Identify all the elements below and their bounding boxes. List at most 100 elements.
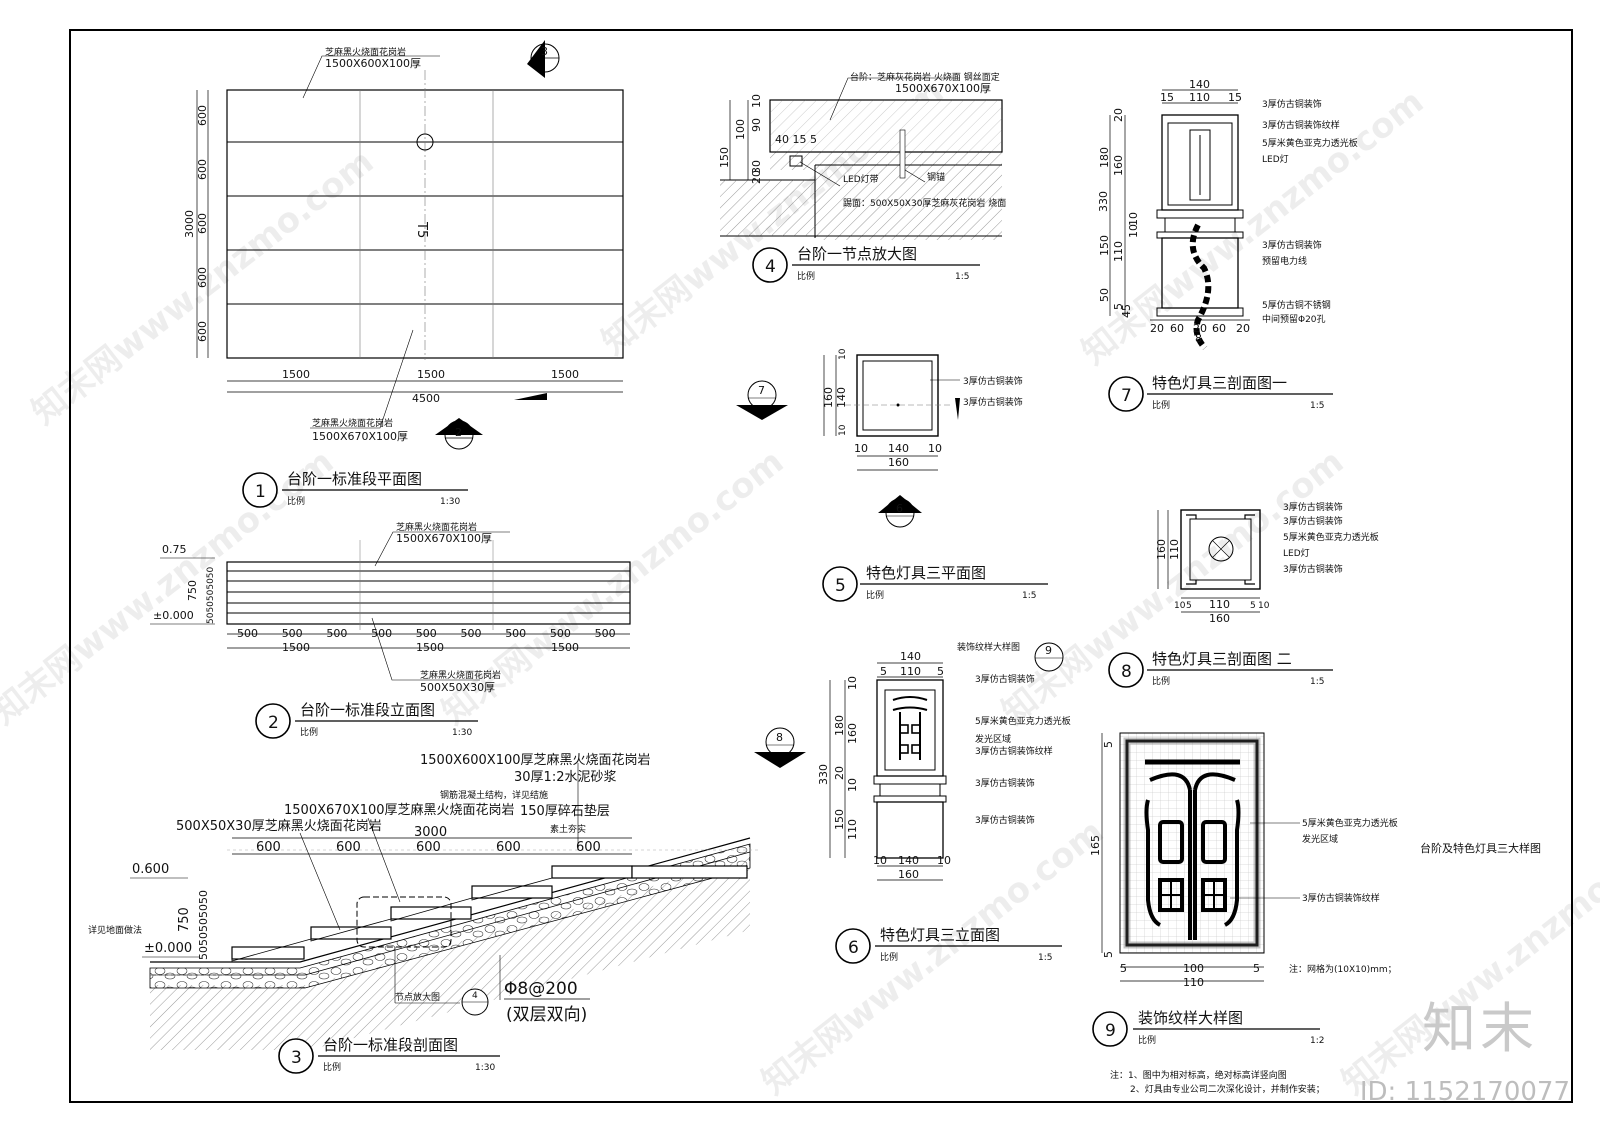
lamp-elev-label: 3厚仿古铜装饰 bbox=[975, 814, 1035, 826]
section-marker-6: 6 bbox=[878, 495, 922, 528]
lamp-sec1-label: 3厚仿古铜装饰 bbox=[1262, 98, 1322, 110]
plan-dim-h-2: 1500 bbox=[417, 368, 445, 381]
lamp-elev-dim-top: 5 bbox=[880, 665, 887, 678]
section-elev-bottom: ±0.000 bbox=[144, 941, 192, 956]
pattern-grid-note: 注：网格为(10X10)mm； bbox=[1289, 963, 1397, 975]
lamp-sec1-label: 3厚仿古铜装饰 bbox=[1262, 239, 1322, 251]
section-label-low: 500X50X30厚芝麻黑火烧面花岗岩 bbox=[176, 818, 382, 834]
lamp-sec1-dim-bottom: 60 bbox=[1170, 322, 1184, 335]
section-dim-steps: 5050505050 bbox=[197, 890, 210, 960]
scale-value: 1:5 bbox=[1310, 677, 1324, 687]
lamp-plan-dim-h: 140 bbox=[888, 442, 909, 455]
lamp-sec1-dim-bottom: 60 bbox=[1212, 322, 1226, 335]
plan-dim-v: 600 bbox=[196, 321, 209, 342]
scale-label: 比例 bbox=[1138, 1034, 1156, 1046]
lamp-plan-dim-v: 140 bbox=[835, 387, 848, 408]
lamp-elev-dim-v: 150 bbox=[833, 809, 846, 830]
lamp-sec1-dim-v: 45 bbox=[1120, 304, 1133, 318]
pattern-dim-h: 5 bbox=[1253, 962, 1260, 975]
section-layer-labels: 1500X600X100厚芝麻黑火烧面花岗岩30厚1:2水泥砂浆钢筋混凝土结构，… bbox=[420, 752, 651, 835]
elev-dim-small: 500 bbox=[326, 627, 347, 640]
lamp-sec1-dim-v: 110 bbox=[1112, 241, 1125, 262]
node-dim-v: 20 bbox=[750, 170, 763, 184]
drawing-title: 台阶一标准段立面图 bbox=[300, 701, 435, 719]
section-step-dim: 600 bbox=[336, 840, 361, 855]
elev-top: 0.75 bbox=[162, 543, 187, 556]
node-steel: 钢锚 bbox=[927, 171, 945, 183]
lamp-sec1-dim-top-total: 140 bbox=[1189, 78, 1210, 91]
section-rebar: Φ8@200 bbox=[504, 979, 578, 999]
plan-dim-h-1: 1500 bbox=[282, 368, 310, 381]
elev-dim-small: 500 bbox=[505, 627, 526, 640]
elev-dim-large-3: 1500 bbox=[551, 641, 579, 654]
lamp-elev-dim-bottom: 10 bbox=[873, 854, 887, 867]
node-seat: 踢面：500X50X30厚芝麻灰花岗岩 烧面 bbox=[843, 197, 1006, 209]
section-step-dim: 600 bbox=[416, 840, 441, 855]
lamp-elev-label: 3厚仿古铜装饰纹样 bbox=[975, 745, 1053, 757]
elev-bottom: ±0.000 bbox=[153, 609, 194, 622]
sheet-frame bbox=[69, 29, 1573, 1103]
section-layer-label: 150厚碎石垫层 bbox=[520, 803, 610, 819]
scale-value: 1:30 bbox=[475, 1063, 495, 1073]
scale-value: 1:5 bbox=[1038, 953, 1052, 963]
drawing-number-badge bbox=[242, 472, 278, 508]
section-node-ref: 4 bbox=[461, 988, 489, 1016]
elev-dim-small: 500 bbox=[416, 627, 437, 640]
pattern-dim-v: 5 bbox=[1102, 951, 1115, 958]
section-marker-9: 9 bbox=[1034, 642, 1064, 672]
lamp-sec2-dim-total-v: 160 bbox=[1155, 539, 1168, 560]
drawing-5-lamp-plan: 10 140 10 160 10 140 10 160 3厚仿古铜装饰 3厚仿古… bbox=[736, 348, 1048, 602]
svg-text:8: 8 bbox=[776, 731, 783, 744]
lamp-elev-dim-bottom: 140 bbox=[898, 854, 919, 867]
scale-label: 比例 bbox=[1152, 399, 1170, 411]
pattern-dim-v: 5 bbox=[1102, 741, 1115, 748]
drawing-number: 9 bbox=[1105, 1021, 1116, 1041]
drawing-number-badge bbox=[1108, 376, 1144, 412]
brand-logo: 知末 bbox=[1422, 997, 1538, 1060]
node-dim-v: 30 bbox=[750, 160, 763, 174]
lamp-sec1-dim-v: 50 bbox=[1098, 288, 1111, 302]
drawing-9-pattern: 5 100 5 110 5 165 5 5厚米黄色亚克力透光板 发光区域 3厚仿… bbox=[1089, 732, 1398, 1047]
drawing-number: 5 bbox=[835, 576, 846, 596]
scale-label: 比例 bbox=[287, 495, 305, 507]
lamp-sec2-label: LED灯 bbox=[1283, 548, 1310, 559]
drawing-number: 6 bbox=[848, 938, 859, 958]
lamp-sec1-dim-total-v: 330 bbox=[1097, 191, 1110, 212]
lamp-sec2-label: 3厚仿古铜装饰 bbox=[1283, 563, 1343, 575]
svg-text:9: 9 bbox=[1045, 644, 1052, 657]
lamp-elev-label: 3厚仿古铜装饰 bbox=[975, 777, 1035, 789]
lamp-sec1-dim-top: 110 bbox=[1189, 91, 1210, 104]
pattern-dim-v: 165 bbox=[1089, 835, 1102, 856]
drawing-title: 特色灯具三剖面图一 bbox=[1152, 374, 1287, 392]
lamp-sec1-dim-v: 160 bbox=[1112, 155, 1125, 176]
lamp-elev-dim-total-v: 330 bbox=[817, 764, 830, 785]
node-dim-small: 40 15 5 bbox=[775, 133, 817, 146]
lamp-plan-label-1: 3厚仿古铜装饰 bbox=[963, 375, 1023, 387]
node-label-top-size: 1500X670X100厚 bbox=[895, 82, 991, 95]
elev-label-top-size: 1500X670X100厚 bbox=[396, 532, 492, 545]
section-layer-label: 1500X600X100厚芝麻黑火烧面花岗岩 bbox=[420, 752, 651, 768]
scale-label: 比例 bbox=[1152, 675, 1170, 687]
plan-dim-v: 600 bbox=[196, 159, 209, 180]
lamp-sec1-dim-v: 10 bbox=[1127, 224, 1140, 238]
scale-value: 1:5 bbox=[1310, 401, 1324, 411]
lamp-plan-dim-total-v: 160 bbox=[822, 387, 835, 408]
drawing-title: 台阶一标准段平面图 bbox=[287, 470, 422, 488]
lamp-sec1-label: 5厚米黄色亚克力透光板 bbox=[1262, 137, 1358, 149]
drawing-title: 台阶一标准段剖面图 bbox=[323, 1036, 458, 1054]
pattern-dim-h: 100 bbox=[1183, 962, 1204, 975]
scale-value: 1:30 bbox=[440, 497, 460, 507]
pattern-label: 5厚米黄色亚克力透光板 bbox=[1302, 817, 1398, 829]
pattern-dim-h: 5 bbox=[1120, 962, 1127, 975]
plan-dim-v: 600 bbox=[196, 213, 209, 234]
drawing-number: 2 bbox=[268, 713, 279, 733]
lamp-plan-dim-total-h: 160 bbox=[888, 456, 909, 469]
